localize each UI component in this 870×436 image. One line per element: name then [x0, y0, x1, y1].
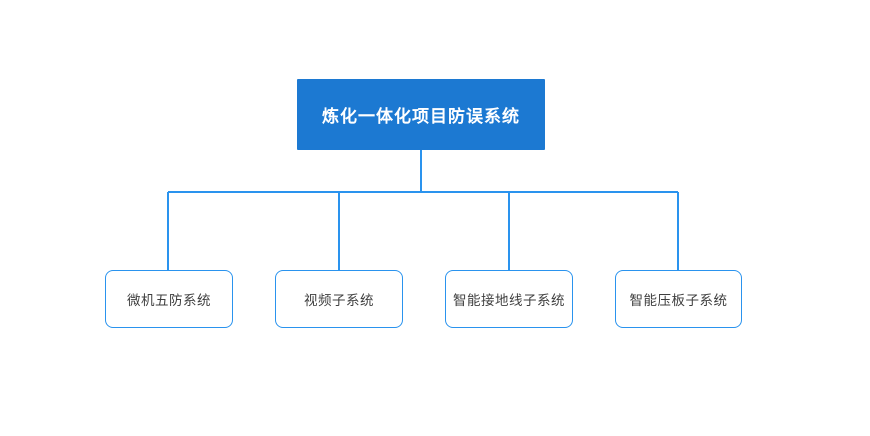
child-node-2-label: 视频子系统	[304, 293, 374, 308]
child-node-3-label: 智能接地线子系统	[453, 293, 565, 308]
root-node-label: 炼化一体化项目防误系统	[322, 107, 520, 126]
child-node-1[interactable]: 微机五防系统	[105, 270, 233, 328]
child-node-1-label: 微机五防系统	[127, 293, 211, 308]
root-node[interactable]: 炼化一体化项目防误系统	[297, 79, 545, 150]
child-node-4[interactable]: 智能压板子系统	[615, 270, 742, 328]
child-node-3[interactable]: 智能接地线子系统	[445, 270, 573, 328]
child-node-2[interactable]: 视频子系统	[275, 270, 403, 328]
child-node-4-label: 智能压板子系统	[629, 293, 728, 308]
